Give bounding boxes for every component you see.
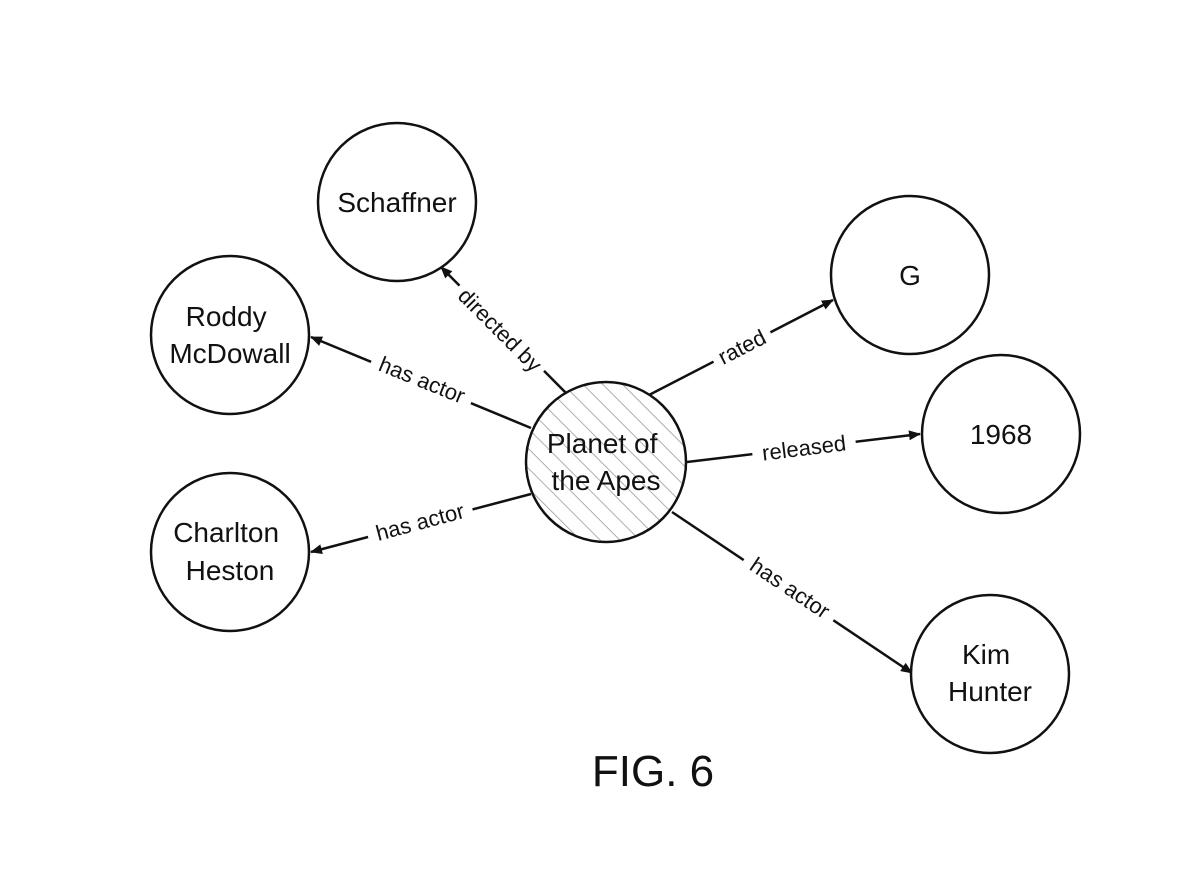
node-line: Roddy xyxy=(186,301,267,332)
edge-has-actor-kim: has actor xyxy=(671,510,913,675)
edge-label-directed-by: directed by xyxy=(453,283,547,377)
edge-label-released: released xyxy=(761,430,848,465)
node-line: Kim xyxy=(962,639,1010,670)
node-line: Planet of xyxy=(547,428,658,459)
node-label-1968: 1968 xyxy=(970,419,1032,450)
edge-label-has-actor-roddy: has actor xyxy=(375,351,468,408)
node-label-charlton-heston: Charlton Heston xyxy=(173,517,287,586)
edge-label-has-actor-kim: has actor xyxy=(745,552,834,623)
edge-label-rated: rated xyxy=(714,324,770,369)
node-schaffner: Schaffner xyxy=(316,121,478,283)
node-g: G xyxy=(829,194,991,356)
node-roddy-mcdowall: Roddy McDowall xyxy=(149,254,311,416)
node-label-kim-hunter: Kim Hunter xyxy=(948,639,1032,707)
edge-label-has-actor-charlton: has actor xyxy=(373,498,467,546)
edge-rated: rated xyxy=(648,298,834,397)
node-planet-of-the-apes: Planet of the Apes xyxy=(524,380,688,544)
edge-released: released xyxy=(686,427,921,469)
node-line: Hunter xyxy=(948,676,1032,707)
node-charlton-heston: Charlton Heston xyxy=(149,471,311,633)
node-line: the Apes xyxy=(552,465,661,496)
node-label-planet-of-the-apes: Planet of the Apes xyxy=(547,428,665,496)
edge-directed-by: directed by xyxy=(440,266,568,395)
node-label-roddy-mcdowall: Roddy McDowall xyxy=(169,301,290,369)
edge-has-actor-charlton: has actor xyxy=(310,492,532,555)
node-label-g: G xyxy=(899,260,921,291)
node-kim-hunter: Kim Hunter xyxy=(909,593,1071,755)
node-line: Heston xyxy=(186,555,275,586)
node-1968: 1968 xyxy=(920,353,1082,515)
figure-caption: FIG. 6 xyxy=(592,747,714,796)
node-line: Charlton xyxy=(173,517,279,548)
node-label-schaffner: Schaffner xyxy=(337,187,456,218)
edge-has-actor-roddy: has actor xyxy=(310,335,532,430)
node-line: McDowall xyxy=(169,338,290,369)
